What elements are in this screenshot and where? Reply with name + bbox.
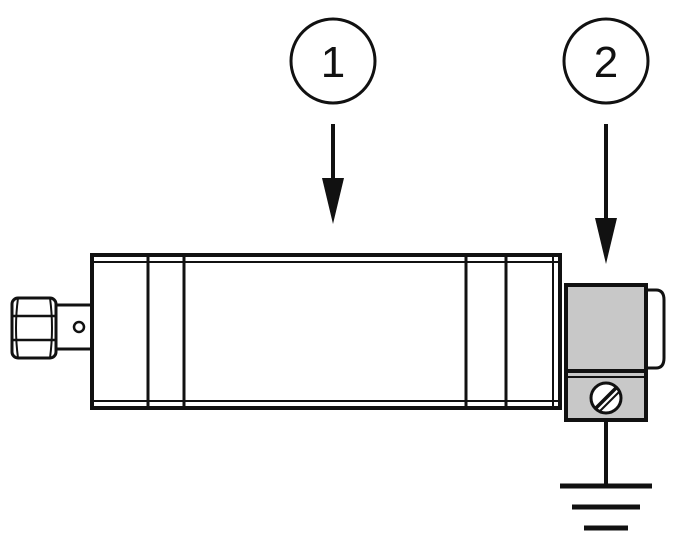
callout-2-label: 2: [594, 38, 618, 87]
callout-1-arrow-head: [322, 178, 344, 224]
connector-nut-curve: [49, 297, 53, 359]
connector-nut-body: [10, 296, 58, 360]
connector-nut-icon: [10, 296, 96, 360]
grounding-block-cap: [642, 288, 666, 370]
callout-2-arrow-head: [595, 218, 617, 264]
callout-1-label: 1: [321, 38, 345, 87]
callout-2: 2: [562, 17, 650, 264]
sensor-body: [90, 253, 562, 410]
callout-1-circle: [289, 17, 377, 105]
sensor-body-outline: [90, 253, 562, 410]
ground-symbol-icon: [560, 420, 652, 531]
callout-2-circle: [562, 17, 650, 105]
grounding-block-upper: [564, 283, 648, 373]
connector-pin: [72, 320, 86, 334]
screw-slot: [599, 391, 620, 412]
grounding-block: [564, 283, 666, 422]
screw-slot: [594, 386, 618, 410]
connector-nut-curve: [15, 297, 19, 359]
screw-icon: [589, 381, 623, 415]
callout-1: 1: [289, 17, 377, 224]
